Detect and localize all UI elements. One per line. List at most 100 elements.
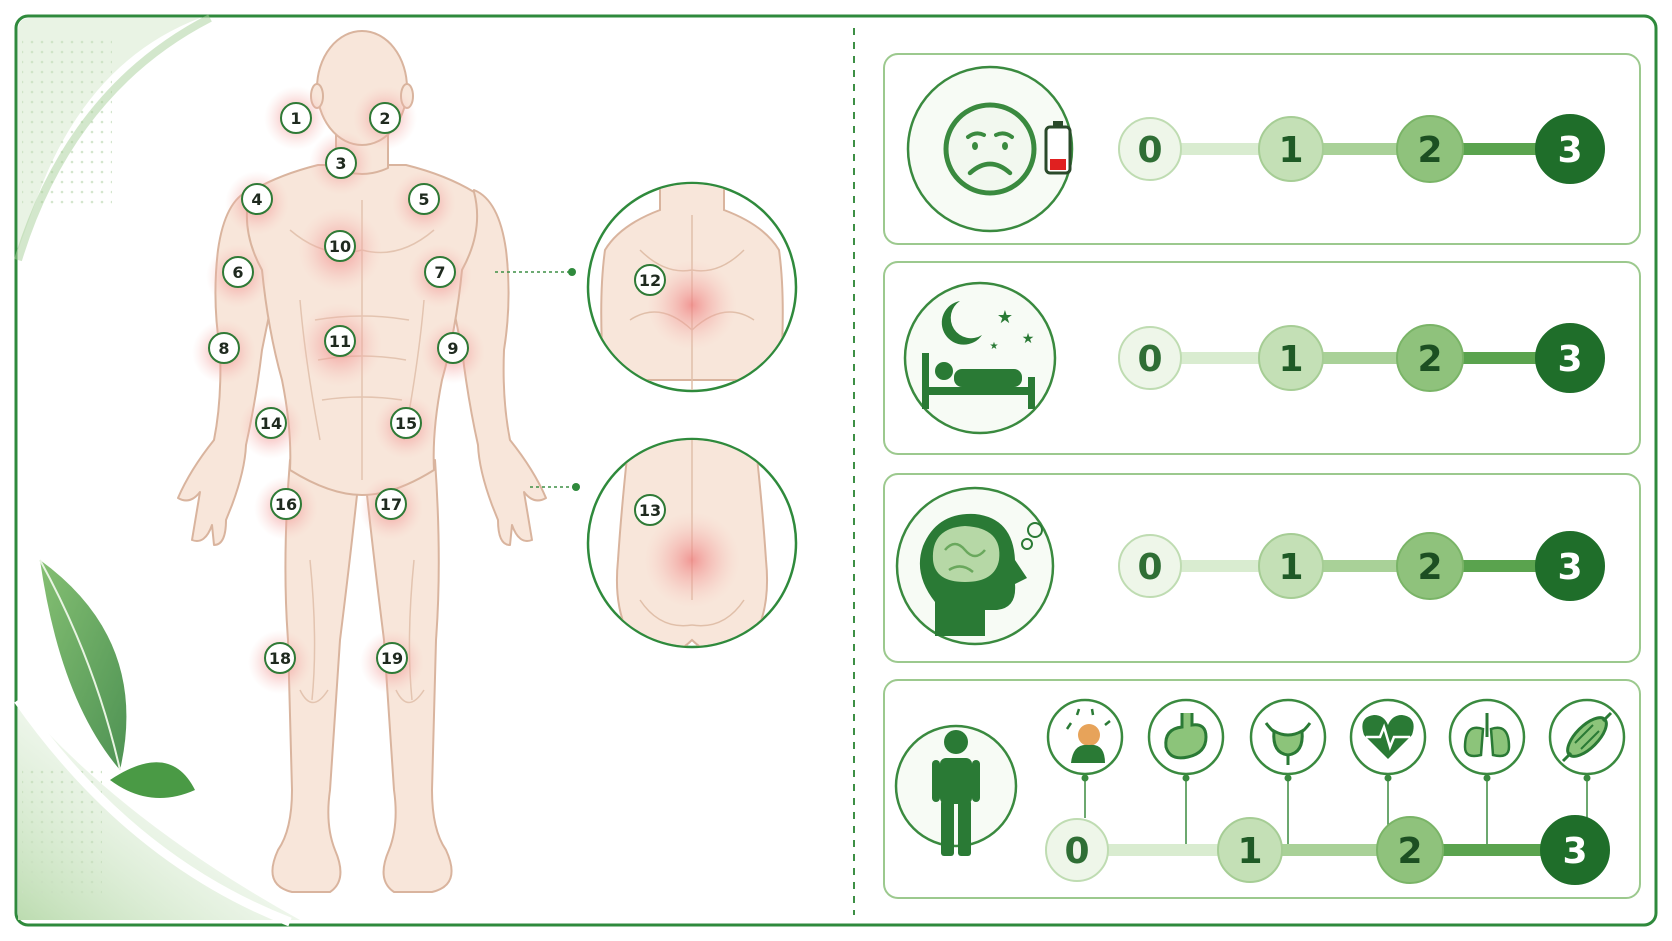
scale-segment xyxy=(1150,352,1291,364)
decorative-corner-top-left xyxy=(14,14,212,262)
scale-segment xyxy=(1291,143,1430,155)
body-point-4: 4 xyxy=(241,183,273,215)
level-2-option[interactable]: 2 xyxy=(1396,115,1464,183)
level-0-option[interactable]: 0 xyxy=(1118,117,1182,181)
level-1-option[interactable]: 1 xyxy=(1258,325,1324,391)
level-1-option[interactable]: 1 xyxy=(1258,533,1324,599)
point-number: 18 xyxy=(269,649,291,668)
body-point-14: 14 xyxy=(255,407,287,439)
headache-icon xyxy=(1065,708,1111,763)
symptom-scale-panel-3: 0 1 2 3 xyxy=(883,473,1641,663)
scale-segment xyxy=(1077,844,1250,856)
body-point-3: 3 xyxy=(325,147,357,179)
head-brain-icon xyxy=(919,513,1043,636)
scale-segment xyxy=(1291,352,1430,364)
body-point-9: 9 xyxy=(437,332,469,364)
point-number: 12 xyxy=(639,271,661,290)
level-2-option[interactable]: 2 xyxy=(1396,532,1464,600)
point-number: 2 xyxy=(379,109,390,128)
scale-segment xyxy=(1150,560,1291,572)
leaf-icon xyxy=(110,762,195,798)
level-label: 1 xyxy=(1278,130,1303,171)
decorative-corner-bottom-left xyxy=(14,559,300,927)
level-label: 2 xyxy=(1397,831,1422,872)
level-label: 2 xyxy=(1417,130,1442,171)
level-label: 2 xyxy=(1417,339,1442,380)
body-point-6: 6 xyxy=(222,256,254,288)
scale-segment xyxy=(1250,844,1410,856)
point-number: 16 xyxy=(275,495,297,514)
level-0-option[interactable]: 0 xyxy=(1045,818,1109,882)
level-label: 3 xyxy=(1562,831,1587,872)
level-label: 1 xyxy=(1278,339,1303,380)
point-number: 19 xyxy=(381,649,403,668)
point-number: 8 xyxy=(218,339,229,358)
inset-connector-dot xyxy=(568,268,576,276)
inset-lower-back xyxy=(586,437,798,649)
level-label: 0 xyxy=(1137,547,1162,588)
level-label: 1 xyxy=(1278,547,1303,588)
level-label: 1 xyxy=(1237,831,1262,872)
body-point-19: 19 xyxy=(376,642,408,674)
pain-highlight xyxy=(644,512,740,608)
level-0-option[interactable]: 0 xyxy=(1118,326,1182,390)
level-label: 0 xyxy=(1064,831,1089,872)
point-number: 13 xyxy=(639,501,661,520)
scale-segment xyxy=(1150,143,1291,155)
level-label: 2 xyxy=(1417,547,1442,588)
level-2-option[interactable]: 2 xyxy=(1376,816,1444,884)
level-label: 3 xyxy=(1557,547,1582,588)
scale-segment xyxy=(1410,844,1575,856)
body-point-10: 10 xyxy=(324,230,356,262)
point-number: 11 xyxy=(329,332,351,351)
body-point-11: 11 xyxy=(324,325,356,357)
body-point-8: 8 xyxy=(208,332,240,364)
point-number: 3 xyxy=(335,154,346,173)
level-label: 3 xyxy=(1557,130,1582,171)
leaf-icon xyxy=(40,560,127,770)
lungs-icon xyxy=(1463,713,1511,758)
level-label: 0 xyxy=(1137,339,1162,380)
svg-text:★: ★ xyxy=(990,341,999,352)
scale-segment xyxy=(1291,560,1430,572)
scale-segment xyxy=(1430,143,1570,155)
bladder-icon xyxy=(1264,722,1312,765)
level-3-option[interactable]: 3 xyxy=(1535,114,1605,184)
body-point-17: 17 xyxy=(375,488,407,520)
point-number: 10 xyxy=(329,237,351,256)
scale-segment xyxy=(1430,352,1570,364)
level-1-option[interactable]: 1 xyxy=(1217,817,1283,883)
body-point-5: 5 xyxy=(408,183,440,215)
sleep-bed-moon-icon: ★★★ xyxy=(922,301,1035,409)
inset-connector-dot xyxy=(572,483,580,491)
scale-segment xyxy=(1430,560,1570,572)
point-number: 6 xyxy=(232,263,243,282)
body-point-7: 7 xyxy=(424,256,456,288)
body-point-12: 12 xyxy=(634,264,666,296)
point-number: 9 xyxy=(447,339,458,358)
point-number: 15 xyxy=(395,414,417,433)
somatic-symptoms-panel: 0 1 2 3 xyxy=(883,679,1641,899)
level-0-option[interactable]: 0 xyxy=(1118,534,1182,598)
point-number: 14 xyxy=(260,414,282,433)
body-point-13: 13 xyxy=(634,494,666,526)
level-3-option[interactable]: 3 xyxy=(1535,323,1605,393)
level-2-option[interactable]: 2 xyxy=(1396,324,1464,392)
body-point-16: 16 xyxy=(270,488,302,520)
person-standing-icon xyxy=(932,730,980,856)
level-label: 3 xyxy=(1557,339,1582,380)
inset-upper-back xyxy=(586,181,798,393)
body-point-15: 15 xyxy=(390,407,422,439)
point-number: 17 xyxy=(380,495,402,514)
svg-text:★: ★ xyxy=(1022,330,1035,346)
point-number: 7 xyxy=(434,263,445,282)
level-3-option[interactable]: 3 xyxy=(1540,815,1610,885)
level-3-option[interactable]: 3 xyxy=(1535,531,1605,601)
level-1-option[interactable]: 1 xyxy=(1258,116,1324,182)
pain-highlight xyxy=(647,260,737,350)
body-point-2: 2 xyxy=(369,102,401,134)
level-label: 0 xyxy=(1137,130,1162,171)
muscle-icon xyxy=(1561,711,1613,763)
